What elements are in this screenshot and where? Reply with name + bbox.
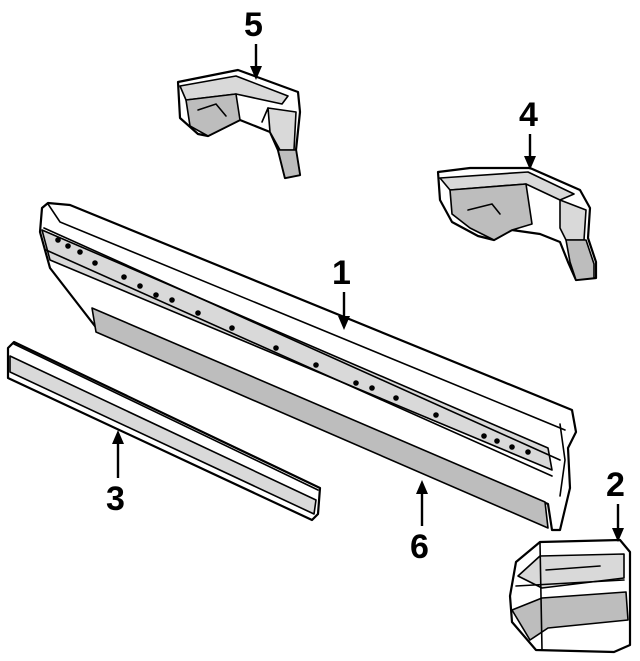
part-3-trim-strip xyxy=(6,340,322,522)
callout-leaders xyxy=(112,44,624,542)
callout-5: 5 xyxy=(244,6,263,44)
part-1-reinforcement xyxy=(38,201,578,532)
callout-4: 4 xyxy=(519,96,538,134)
part-2-end-cap xyxy=(508,538,632,654)
callout-1: 1 xyxy=(332,254,351,292)
callout-2: 2 xyxy=(606,466,625,504)
part-4-bracket xyxy=(436,166,598,282)
callout-6: 6 xyxy=(410,528,429,566)
part-5-bracket xyxy=(176,68,302,180)
mounting-holes xyxy=(55,237,531,455)
callout-3: 3 xyxy=(106,480,125,518)
